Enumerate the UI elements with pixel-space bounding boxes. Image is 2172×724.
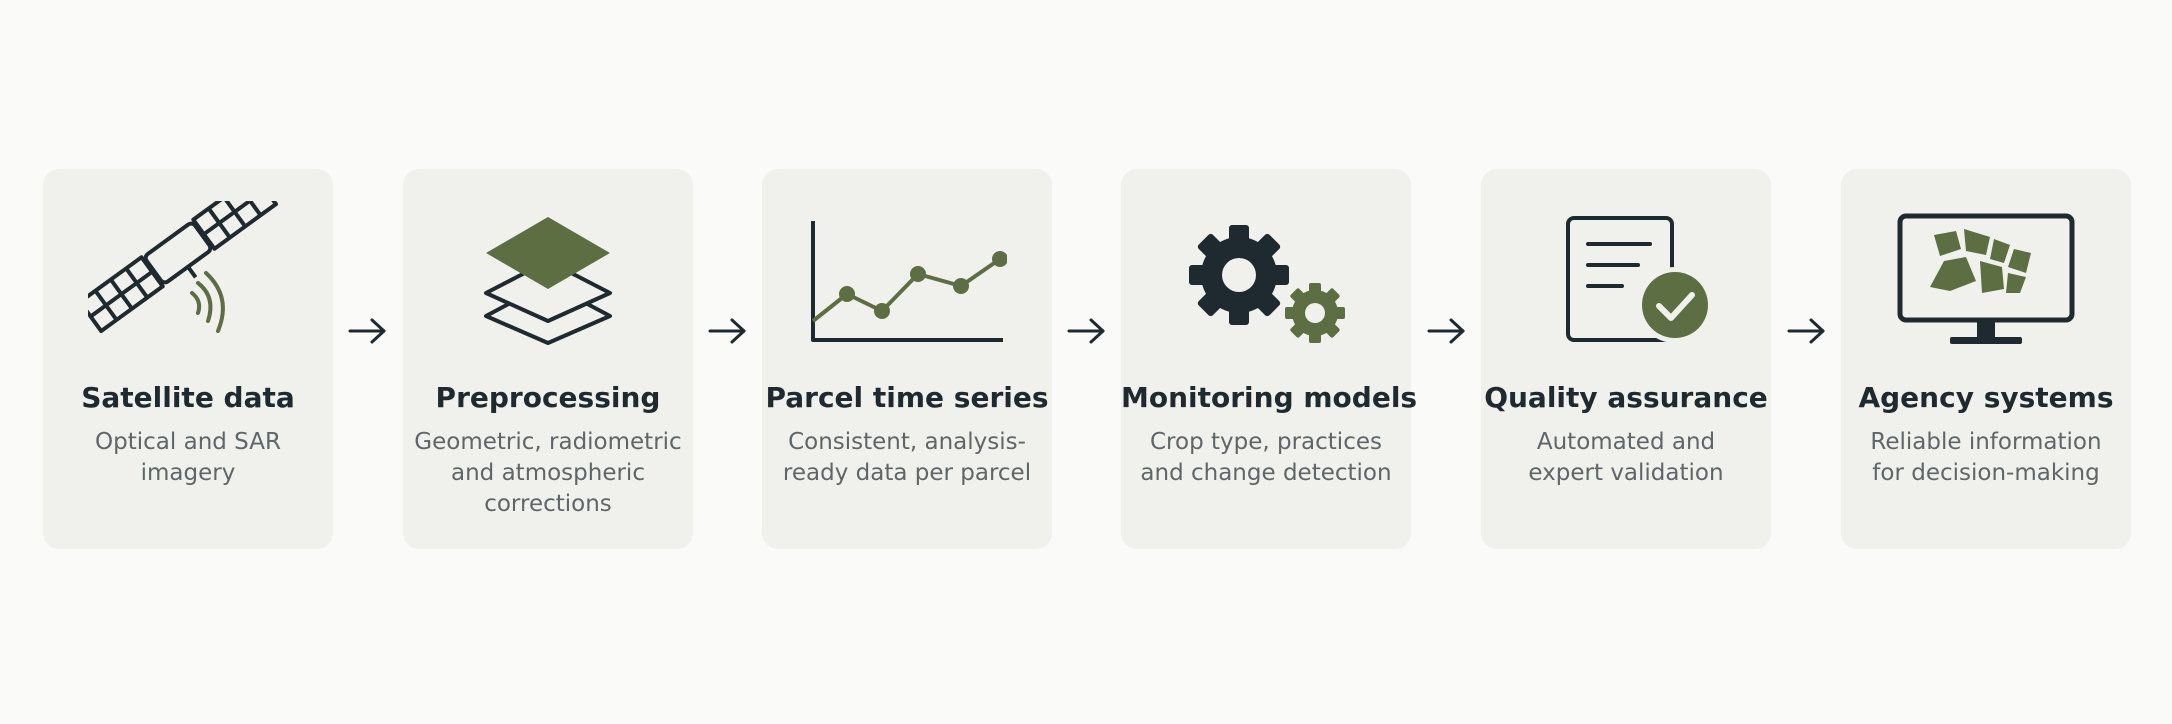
description-line: Crop type, practices (1150, 429, 1382, 455)
step-card-monitoring-models: Monitoring models Crop type, practices a… (1121, 169, 1418, 549)
step-title: Monitoring models (1121, 381, 1418, 414)
step-description: Geometric, radiometric and atmospheric c… (413, 427, 683, 520)
step-title: Satellite data (81, 381, 295, 414)
step-description: Crop type, practices and change detectio… (1131, 427, 1401, 489)
line-chart-icon (807, 201, 1007, 351)
description-line: Automated and (1536, 429, 1716, 455)
description-line: for decision-making (1872, 460, 2100, 486)
description-line: expert validation (1528, 460, 1724, 486)
description-line: and atmospheric (451, 460, 645, 486)
step-card-satellite-data: Satellite data Optical and SAR imagery (43, 169, 333, 549)
step-card-quality-assurance: Quality assurance Automated and expert v… (1481, 169, 1771, 549)
description-line: Consistent, analysis- (788, 429, 1026, 455)
arrow-right-icon (1427, 315, 1467, 347)
step-title: Agency systems (1858, 381, 2114, 414)
step-card-agency-systems: Agency systems Reliable information for … (1841, 169, 2131, 549)
satellite-icon (88, 201, 288, 351)
document-check-icon (1526, 201, 1726, 351)
description-line: Optical and SAR (95, 429, 281, 455)
step-card-preprocessing: Preprocessing Geometric, radiometric and… (403, 169, 693, 549)
layers-icon (448, 201, 648, 351)
step-title: Parcel time series (765, 381, 1049, 414)
description-line: imagery (140, 460, 236, 486)
description-line: Reliable information (1870, 429, 2102, 455)
step-title: Preprocessing (435, 381, 661, 414)
description-line: corrections (484, 491, 612, 517)
arrow-right-icon (1067, 315, 1107, 347)
step-description: Optical and SAR imagery (53, 427, 323, 489)
arrow-right-icon (1787, 315, 1827, 347)
step-title: Quality assurance (1484, 381, 1768, 414)
monitor-map-icon (1886, 201, 2086, 351)
arrow-right-icon (708, 315, 748, 347)
description-line: and change detection (1140, 460, 1392, 486)
step-description: Reliable information for decision-making (1851, 427, 2121, 489)
description-line: ready data per parcel (782, 460, 1032, 486)
arrow-right-icon (348, 315, 388, 347)
step-card-parcel-time-series: Parcel time series Consistent, analysis-… (762, 169, 1052, 549)
description-line: Geometric, radiometric (414, 429, 682, 455)
step-description: Automated and expert validation (1491, 427, 1761, 489)
step-description: Consistent, analysis- ready data per par… (772, 427, 1042, 489)
gears-icon (1166, 201, 1366, 351)
